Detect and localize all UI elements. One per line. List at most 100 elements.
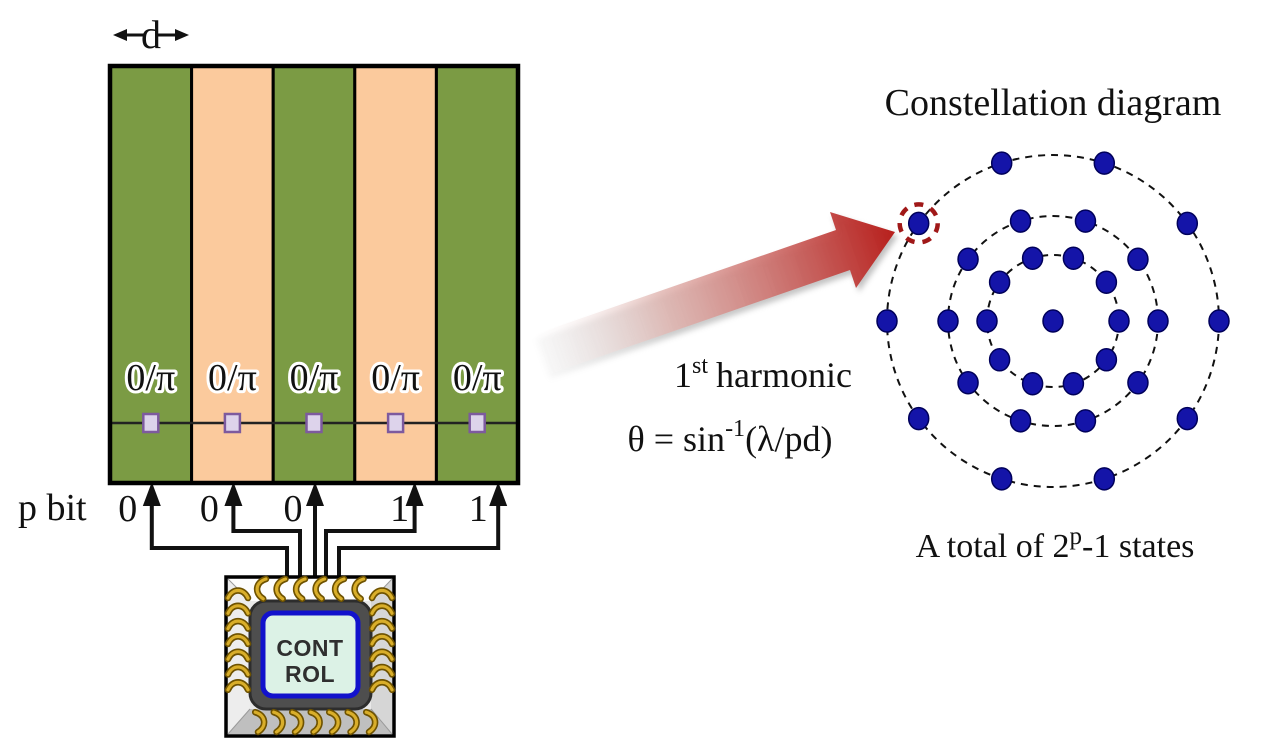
states-caption: A total of 2p-1 states bbox=[916, 523, 1195, 565]
gold-pin-icon bbox=[307, 708, 323, 736]
constellation-dot bbox=[976, 309, 998, 333]
bit-arrow-icon bbox=[142, 482, 161, 506]
constellation-dot bbox=[1108, 309, 1130, 333]
gold-pin-icon bbox=[292, 575, 309, 603]
harmonic-rest: harmonic bbox=[716, 355, 852, 395]
constellation-dot bbox=[957, 247, 979, 272]
gold-pin-icon bbox=[270, 708, 286, 736]
gold-pin-icon bbox=[251, 708, 268, 736]
d-label: d bbox=[141, 12, 161, 57]
gold-pin-icon bbox=[253, 575, 270, 603]
constellation-dot bbox=[1062, 246, 1085, 270]
constellation-dot bbox=[1021, 246, 1044, 270]
gold-pin-icon bbox=[351, 575, 367, 603]
constellation-plot bbox=[876, 151, 1230, 491]
constellation-dot bbox=[988, 270, 1011, 294]
constellation-dot bbox=[1208, 309, 1230, 333]
gold-pin-icon bbox=[344, 708, 360, 736]
left-arrow-icon bbox=[113, 29, 127, 41]
caption-sup: p bbox=[1070, 523, 1083, 550]
chip-wire-bonds bbox=[224, 575, 396, 736]
phase-element-square bbox=[386, 412, 405, 434]
p-bit-value: 0 bbox=[200, 488, 219, 530]
constellation-dot bbox=[1147, 309, 1169, 333]
harmonic-label: 1st harmonic bbox=[674, 353, 852, 395]
constellation-dot bbox=[1095, 270, 1118, 294]
constellation-dot bbox=[876, 309, 898, 333]
formula-suffix: (λ/pd) bbox=[745, 419, 832, 459]
chip-bevel-left bbox=[228, 579, 250, 734]
constellation-dot bbox=[990, 467, 1013, 491]
gold-pin-icon bbox=[273, 575, 289, 603]
phase-element-square bbox=[142, 412, 160, 434]
constellation-dot bbox=[907, 211, 930, 236]
gold-pin-icon bbox=[368, 663, 396, 678]
bit-arrow-icon bbox=[489, 482, 508, 506]
constellation-dot bbox=[937, 309, 959, 333]
p-bit-value: 0 bbox=[118, 488, 137, 530]
chip-bevel-right bbox=[371, 579, 392, 734]
gold-pin-icon bbox=[325, 708, 342, 736]
gold-pin-icon bbox=[312, 575, 328, 603]
constellation-dot bbox=[1176, 406, 1199, 431]
bit-arrow-icon bbox=[405, 482, 424, 506]
control-wire bbox=[231, 500, 302, 578]
gold-pin-icon bbox=[368, 679, 396, 694]
constellation-dot bbox=[1176, 211, 1199, 236]
gold-pin-icon bbox=[224, 648, 252, 663]
control-wire bbox=[337, 500, 501, 578]
constellation-dot bbox=[1093, 151, 1116, 175]
constellation-dot bbox=[1021, 372, 1044, 396]
p-bit-value: 0 bbox=[284, 488, 303, 530]
phase-element-square bbox=[305, 412, 323, 434]
grating-outline bbox=[107, 63, 521, 486]
control-wire bbox=[324, 500, 417, 578]
caption-prefix: A total of 2 bbox=[916, 528, 1070, 565]
gold-pin-icon bbox=[368, 602, 396, 617]
constellation-dot bbox=[1009, 209, 1032, 233]
phase-label: 0/π bbox=[290, 357, 339, 399]
gold-pin-icon bbox=[362, 708, 379, 736]
highlighted-state-marker bbox=[897, 202, 940, 245]
harmonic-num: 1 bbox=[674, 355, 692, 395]
gold-pin-icon bbox=[224, 587, 252, 602]
chip-core bbox=[260, 610, 361, 699]
control-wire bbox=[149, 500, 289, 578]
constellation-title: Constellation diagram bbox=[885, 82, 1222, 124]
constellation-dot bbox=[1062, 372, 1085, 396]
constellation-dot bbox=[1074, 209, 1097, 233]
gold-pin-icon bbox=[288, 708, 305, 736]
formula-sup: -1 bbox=[725, 416, 745, 442]
p-bit-value: 1 bbox=[469, 488, 488, 530]
bit-arrow-icon bbox=[306, 482, 324, 506]
phase-label: 0/π bbox=[371, 357, 420, 399]
gold-pin-icon bbox=[224, 633, 252, 648]
gold-pin-icon bbox=[224, 663, 252, 678]
harmonic-sup: st bbox=[692, 353, 708, 379]
p-bit-value: 1 bbox=[390, 488, 409, 530]
chip-bevel-top bbox=[228, 579, 392, 601]
p-bit-label: p bit bbox=[18, 487, 87, 529]
gold-pin-icon bbox=[224, 617, 252, 632]
gold-pin-icon bbox=[224, 679, 252, 694]
gold-pin-icon bbox=[368, 587, 396, 602]
constellation-dot bbox=[1127, 370, 1149, 395]
steering-formula: θ = sin-1(λ/pd) bbox=[628, 416, 833, 459]
constellation-dot bbox=[907, 406, 930, 431]
constellation-dot bbox=[1095, 348, 1118, 372]
gold-pin-icon bbox=[368, 617, 396, 632]
chip-label-line2: ROL bbox=[285, 661, 335, 687]
caption-suffix: -1 states bbox=[1082, 528, 1194, 565]
formula-prefix: θ = sin bbox=[628, 419, 726, 459]
phase-element-square bbox=[223, 412, 242, 434]
constellation-dot bbox=[988, 348, 1011, 372]
gold-pin-icon bbox=[368, 648, 396, 663]
constellation-dot bbox=[1042, 309, 1064, 333]
phase-label: 0/π bbox=[126, 357, 175, 399]
gold-pin-icon bbox=[224, 602, 252, 617]
constellation-dot bbox=[1093, 467, 1116, 491]
phase-label: 0/π bbox=[453, 357, 502, 399]
